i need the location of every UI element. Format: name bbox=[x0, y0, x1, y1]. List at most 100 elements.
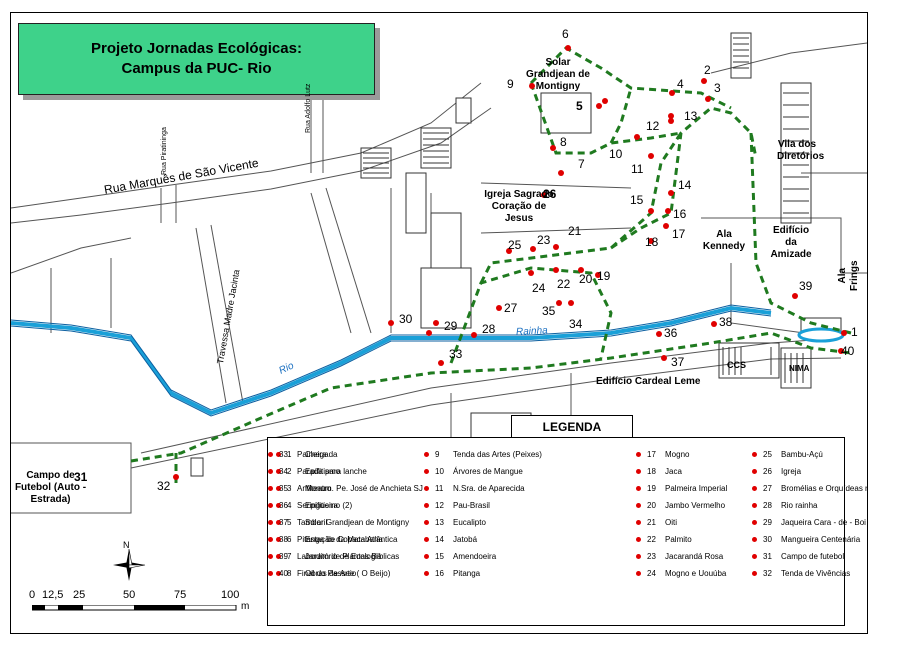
marker-14[interactable]: 14 bbox=[678, 178, 692, 192]
marker-27[interactable]: 27 bbox=[504, 301, 518, 315]
scale-tick-75: 75 bbox=[174, 589, 187, 601]
legend-item-label: Jambo Vermelho bbox=[665, 501, 726, 510]
legend-item-label: Pitanga de Copacabana bbox=[297, 535, 383, 544]
legend-item-number: 8 bbox=[287, 569, 292, 578]
legend-item-number: 9 bbox=[435, 450, 440, 459]
marker-21[interactable]: 21 bbox=[568, 224, 582, 238]
scale-tick-25: 25 bbox=[73, 589, 86, 601]
legend-marker-icon bbox=[424, 486, 429, 491]
legend-item-label: Amendoeira bbox=[453, 552, 497, 561]
marker-13[interactable]: 13 bbox=[684, 109, 698, 123]
marker-16[interactable]: 16 bbox=[673, 207, 687, 221]
scale-bar-graphic bbox=[32, 605, 237, 611]
map-title-line2: Campus da PUC- Rio bbox=[121, 60, 272, 77]
legend-marker-icon bbox=[752, 554, 757, 559]
legend-item-label: Palmeira Imperial bbox=[665, 484, 728, 493]
marker-23[interactable]: 23 bbox=[537, 233, 551, 247]
legend-item-number: 19 bbox=[647, 484, 656, 493]
legend-item-label: Pau-Brasil bbox=[453, 501, 490, 510]
legend-item-label: Solar Grandjean de Montigny bbox=[305, 518, 410, 527]
legend-item-number: 38 bbox=[279, 535, 288, 544]
marker-6[interactable]: 6 bbox=[562, 27, 569, 41]
label-campo: Campo de Futebol (Auto - Estrada) bbox=[14, 470, 87, 505]
marker-11[interactable]: 11 bbox=[631, 162, 644, 176]
marker-1[interactable]: 1 bbox=[851, 325, 858, 339]
marker-15[interactable]: 15 bbox=[630, 193, 644, 207]
marker-8[interactable]: 8 bbox=[560, 135, 567, 149]
legend-marker-icon bbox=[752, 486, 757, 491]
marker-10[interactable]: 10 bbox=[609, 147, 623, 161]
legend-item-label: Oiti bbox=[665, 518, 677, 527]
marker-28[interactable]: 28 bbox=[482, 322, 496, 336]
marker-17[interactable]: 17 bbox=[672, 227, 686, 241]
legend-item-number: 27 bbox=[763, 484, 772, 493]
marker-3[interactable]: 3 bbox=[714, 81, 721, 95]
legend-marker-icon bbox=[752, 537, 757, 542]
legend-item-label: Obras de Arte ( O Beijo) bbox=[305, 569, 391, 578]
marker-32[interactable]: 32 bbox=[157, 479, 171, 493]
legend-marker-icon bbox=[276, 571, 281, 576]
legend-item-number: 20 bbox=[647, 501, 656, 510]
legend-marker-icon bbox=[268, 469, 273, 474]
legend-item-number: 37 bbox=[279, 518, 288, 527]
marker-40[interactable]: 40 bbox=[841, 344, 855, 358]
marker-4[interactable]: 4 bbox=[677, 77, 684, 91]
legend-item-label: Epífitismo (2) bbox=[305, 501, 353, 510]
marker-12[interactable]: 12 bbox=[646, 119, 660, 133]
legend-item-label: N.Sra. de Aparecida bbox=[453, 484, 525, 493]
marker-19[interactable]: 19 bbox=[597, 269, 611, 283]
legend-item-label: Chegada bbox=[305, 450, 338, 459]
marker-33[interactable]: 33 bbox=[449, 347, 463, 361]
legend-item-number: 6 bbox=[287, 535, 292, 544]
legend-marker-icon bbox=[636, 520, 641, 525]
street-label-adolfo-lutz: Rua Adolfo Lutz bbox=[305, 83, 312, 133]
marker-18[interactable]: 18 bbox=[645, 235, 659, 249]
marker-9[interactable]: 9 bbox=[507, 77, 514, 91]
legend-item-label: Seringueira bbox=[297, 501, 338, 510]
marker-7[interactable]: 7 bbox=[578, 157, 585, 171]
legend-item-number: 34 bbox=[279, 467, 288, 476]
legend-item-label: Laboratório de Ecologia bbox=[297, 552, 382, 561]
marker-24[interactable]: 24 bbox=[532, 281, 546, 295]
marker-5[interactable]: 5 bbox=[576, 99, 583, 113]
legend-item-number: 28 bbox=[763, 501, 772, 510]
marker-2[interactable]: 2 bbox=[704, 63, 711, 77]
legend-marker-icon bbox=[752, 469, 757, 474]
marker-34[interactable]: 34 bbox=[569, 317, 583, 331]
legend-item-number: 10 bbox=[435, 467, 444, 476]
marker-20[interactable]: 20 bbox=[579, 272, 593, 286]
marker-35[interactable]: 35 bbox=[542, 304, 556, 318]
legend-marker-icon bbox=[752, 503, 757, 508]
marker-38[interactable]: 38 bbox=[719, 315, 733, 329]
legend-item: 8 Obras de Arte ( O Beijo) bbox=[276, 569, 390, 578]
legend-item-number: 40 bbox=[279, 569, 288, 578]
legend-item-number: 35 bbox=[279, 484, 288, 493]
marker-26[interactable]: 26 bbox=[543, 187, 557, 201]
legend-item-label: Igreja bbox=[781, 467, 802, 476]
scale-tick-0: 0 bbox=[29, 589, 36, 601]
compass-north-label: N bbox=[123, 540, 130, 550]
marker-22[interactable]: 22 bbox=[557, 277, 571, 291]
marker-37[interactable]: 37 bbox=[671, 355, 685, 369]
marker-25[interactable]: 25 bbox=[508, 238, 522, 252]
marker-30[interactable]: 30 bbox=[399, 312, 413, 326]
marker-29[interactable]: 29 bbox=[444, 319, 458, 333]
legend-item-label: Tamboril bbox=[297, 518, 328, 527]
marker-39[interactable]: 39 bbox=[799, 279, 813, 293]
marker-36[interactable]: 36 bbox=[664, 326, 678, 340]
marker-31[interactable]: 31 bbox=[74, 470, 88, 484]
legend-item-number: 12 bbox=[435, 501, 444, 510]
legend-marker-icon bbox=[268, 571, 273, 576]
street-label-piratininga: Rua Piratininga bbox=[161, 127, 168, 175]
